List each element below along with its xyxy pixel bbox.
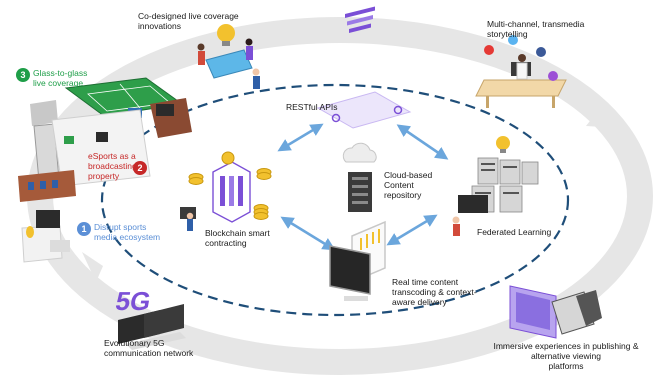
multichannel-label: Multi-channel, transmedia storytelling [487,19,585,39]
arrow-api-federated [396,124,449,160]
fiveg-logo: 5G [113,286,153,316]
federated-learning-group [452,136,539,236]
glass-to-glass-scene [64,77,192,138]
multichannel-scene [475,35,567,108]
codesigned-scene [197,24,260,89]
arrow-blockchain-realtime [280,216,336,251]
lightbulb-icon [496,136,510,153]
realtime-label: Real time content transcoding & context-… [392,277,477,307]
immersive-label: Immersive experiences in publishing & al… [493,341,639,371]
realtime-delivery-group [329,220,386,301]
pillar-label-1: Disrupt sports media ecosystem [94,222,161,242]
monitor-icon [329,245,371,295]
blockchain-group [180,151,272,231]
facebook-icon [536,47,546,57]
blockchain-label: Blockchain smart contracting [205,228,270,248]
pillar-badge-2: 2 [133,161,147,175]
youtube-icon [484,45,494,55]
pillar-badge-3: 3 [16,68,30,82]
fiveg-scene: 5G [113,286,186,350]
server-icon [348,172,372,212]
fiveg-label: Evolutionary 5G communication network [104,338,194,358]
arrow-federated-realtime [386,214,438,246]
dashed-inner-ring [100,83,570,317]
twitter-icon [508,35,518,45]
esports-scene [18,100,151,202]
immersive-scene [509,285,602,339]
codesigned-label: Co-designed live coverage innovations [138,11,239,31]
instagram-icon [548,71,558,81]
lightbulb-icon [217,24,235,46]
federated-label: Federated Learning [477,227,552,237]
cloud-repository [342,142,377,212]
cloud-icon [342,142,377,163]
vr-headset-icon [551,290,602,335]
cloud-label: Cloud-based Content repository [384,170,433,200]
pillar-badge-1: 1 [77,222,91,236]
disrupt-scene [21,210,70,263]
pillar-label-3: Glass-to-glass live coverage [33,68,88,88]
connection-arrows [277,123,449,251]
restful-label: RESTful APIs [286,102,338,112]
coin-icon [188,151,272,220]
arrow-api-blockchain [277,123,324,152]
restful-api-panel [316,6,412,129]
pillar-label-2: eSports as a broadcasting property [88,151,137,181]
